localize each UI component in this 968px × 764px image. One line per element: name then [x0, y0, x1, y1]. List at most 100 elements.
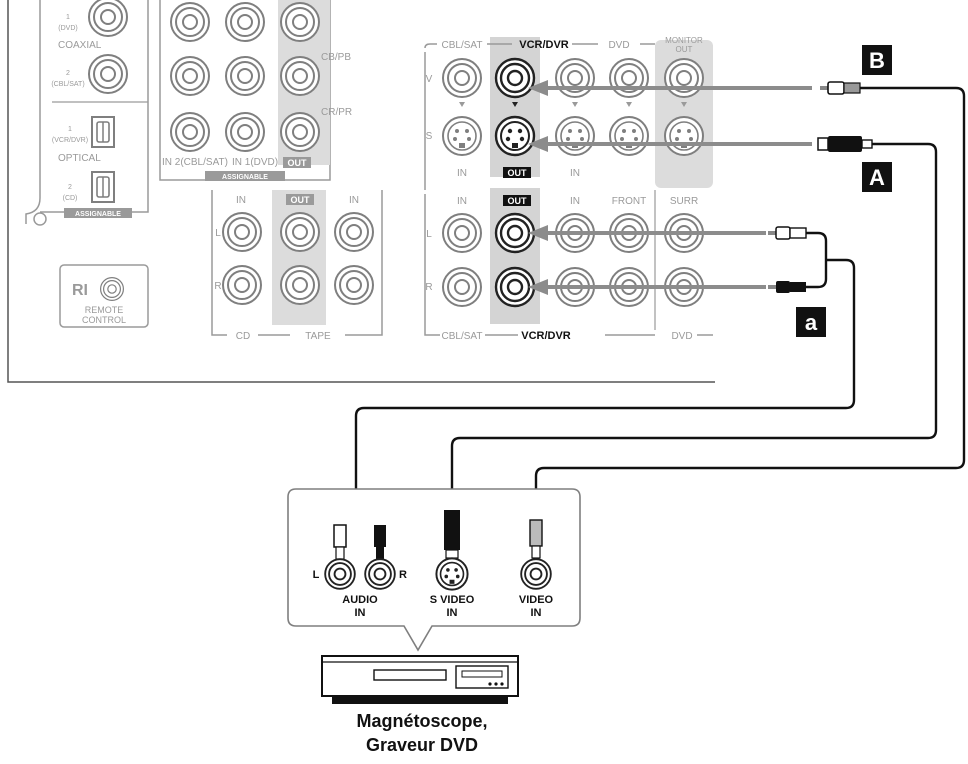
video-dvd-label: DVD	[608, 40, 629, 51]
video-cbl-sat-label: CBL/SAT	[442, 40, 483, 51]
component-in2-pr-jack[interactable]	[170, 112, 210, 152]
video-s-label: S	[426, 131, 433, 142]
vcr-audio-label-1: AUDIO	[342, 594, 378, 606]
coax-2-num: 2	[66, 70, 70, 77]
remote-line2: CONTROL	[82, 315, 126, 325]
cbl-sat-video-in-jack[interactable]	[442, 58, 482, 98]
device-caption-line1: Magnétoscope,	[356, 711, 487, 731]
tape-out-l-jack[interactable]	[280, 212, 320, 252]
cd-in-l-jack[interactable]	[222, 212, 262, 252]
dvd-video-in-jack-2[interactable]	[609, 58, 649, 98]
coax-2-sub: (CBL/SAT)	[51, 81, 84, 88]
device-caption-line2: Graveur DVD	[366, 735, 478, 755]
opt-1-sub: (VCR/DVR)	[52, 137, 88, 144]
tape-in-l-jack[interactable]	[334, 212, 374, 252]
audio-surr-label: SURR	[670, 196, 698, 207]
optical-label: OPTICAL	[58, 153, 101, 164]
vcr-dvr-svideo-out-jack[interactable]	[494, 115, 536, 157]
vcr-svideo-label-1: S VIDEO	[430, 594, 475, 606]
tape-in-r-jack[interactable]	[334, 265, 374, 305]
opt-2-num: 2	[68, 184, 72, 191]
cd-tape-audio-section: IN OUT IN L R CD TAPE	[211, 190, 383, 342]
opt-2-sub: (CD)	[63, 195, 78, 202]
audio-dvd-label: DVD	[671, 331, 692, 342]
coaxial-1-jack[interactable]	[88, 0, 128, 37]
coax-1-num: 1	[66, 14, 70, 21]
ri-logo: RI	[72, 282, 88, 299]
callout-b: B	[869, 48, 885, 73]
component-assignable-tag: ASSIGNABLE	[222, 174, 268, 181]
monitor-out-line1: MONITOR	[665, 36, 703, 45]
vcr-device-icon	[321, 655, 519, 704]
monitor-out-line2: OUT	[676, 45, 693, 54]
cb-pb-label: CB/PB	[321, 52, 351, 63]
cd-in-label: IN	[236, 195, 246, 206]
tape-in-label: IN	[349, 195, 359, 206]
vcr-audio-in-r-jack[interactable]	[364, 558, 396, 590]
digital-assignable-tag: ASSIGNABLE	[75, 211, 121, 218]
audio-in-cbl-label: IN	[457, 196, 467, 207]
receiver-side-plugs	[768, 81, 873, 293]
component-out-pr-jack[interactable]	[280, 112, 320, 152]
cd-label: CD	[236, 331, 250, 342]
cd-l-label: L	[215, 228, 221, 239]
coaxial-2-jack[interactable]	[88, 54, 128, 94]
cables	[338, 86, 966, 525]
vcr-video-in-jack[interactable]	[520, 558, 552, 590]
monitor-video-out-jack[interactable]	[664, 58, 704, 98]
component-video-section: CB/PB CR/PR IN 2(CBL/SAT) IN 1(DVD) OUT …	[159, 0, 352, 181]
vcr-svideo-in-jack[interactable]	[435, 557, 469, 591]
audio-cbl-sat-label: CBL/SAT	[442, 331, 483, 342]
callout-tags: B A a	[796, 45, 892, 337]
audio-l-label: L	[426, 229, 432, 240]
video-out-vcr-tag: OUT	[508, 168, 528, 178]
vcr-dvr-video-out-jack[interactable]	[494, 57, 536, 99]
audio-in-dvd-label: IN	[570, 196, 580, 207]
component-in1-pr-jack[interactable]	[225, 112, 265, 152]
vcr-audio-in-l-jack[interactable]	[324, 558, 356, 590]
component-in1-y-jack[interactable]	[225, 2, 265, 42]
vcr-r-label: R	[399, 569, 407, 581]
tape-label: TAPE	[305, 331, 331, 342]
vcr-rear-panel: L R AUDIO IN S VIDEO IN VIDEO IN	[287, 488, 581, 652]
callout-a: A	[869, 165, 885, 190]
coax-1-sub: (DVD)	[58, 25, 77, 32]
tape-out-r-jack[interactable]	[280, 265, 320, 305]
component-in1-label: IN 1(DVD)	[232, 157, 278, 168]
component-out-y-jack[interactable]	[280, 2, 320, 42]
audio-vcr-dvr-label: VCR/DVR	[521, 330, 571, 342]
dvd-svideo-in-jack-2[interactable]	[609, 116, 649, 156]
cbl-sat-svideo-in-jack[interactable]	[442, 116, 482, 156]
cd-r-label: R	[214, 281, 221, 292]
dvd-svideo-in-jack[interactable]	[555, 116, 595, 156]
component-in2-pb-jack[interactable]	[170, 56, 210, 96]
cd-in-r-jack[interactable]	[222, 265, 262, 305]
vcr-l-label: L	[313, 569, 320, 581]
optical-2-jack[interactable]	[91, 171, 115, 203]
receiver-rear-panel: 1 (DVD) COAXIAL 2 (CBL/SAT) 1 (VCR/DVR) …	[7, 0, 715, 383]
remote-control-jack[interactable]	[99, 277, 125, 301]
component-out-tag: OUT	[288, 158, 308, 168]
video-in-cbl-label: IN	[457, 168, 467, 179]
av-io-section: CBL/SAT VCR/DVR DVD MONITOR OUT V S IN	[424, 36, 713, 342]
signal-arrows	[528, 80, 812, 295]
tape-out-tag: OUT	[291, 195, 311, 205]
vcr-svideo-label-2: IN	[447, 607, 458, 619]
remote-line1: REMOTE	[85, 305, 124, 315]
optical-1-jack[interactable]	[91, 116, 115, 148]
component-in1-pb-jack[interactable]	[225, 56, 265, 96]
dvd-video-in-jack[interactable]	[555, 58, 595, 98]
cbl-sat-audio-l-jack[interactable]	[442, 213, 482, 253]
component-in2-y-jack[interactable]	[170, 2, 210, 42]
vcr-audio-label-2: IN	[355, 607, 366, 619]
component-out-pb-jack[interactable]	[280, 56, 320, 96]
monitor-svideo-out-jack[interactable]	[664, 116, 704, 156]
callout-a-lower: a	[805, 310, 818, 335]
opt-1-num: 1	[68, 126, 72, 133]
cbl-sat-audio-r-jack[interactable]	[442, 267, 482, 307]
cr-pr-label: CR/PR	[321, 107, 352, 118]
remote-control-section: RI REMOTE CONTROL	[59, 264, 149, 328]
video-in-dvd-label: IN	[570, 168, 580, 179]
coaxial-label: COAXIAL	[58, 40, 102, 51]
